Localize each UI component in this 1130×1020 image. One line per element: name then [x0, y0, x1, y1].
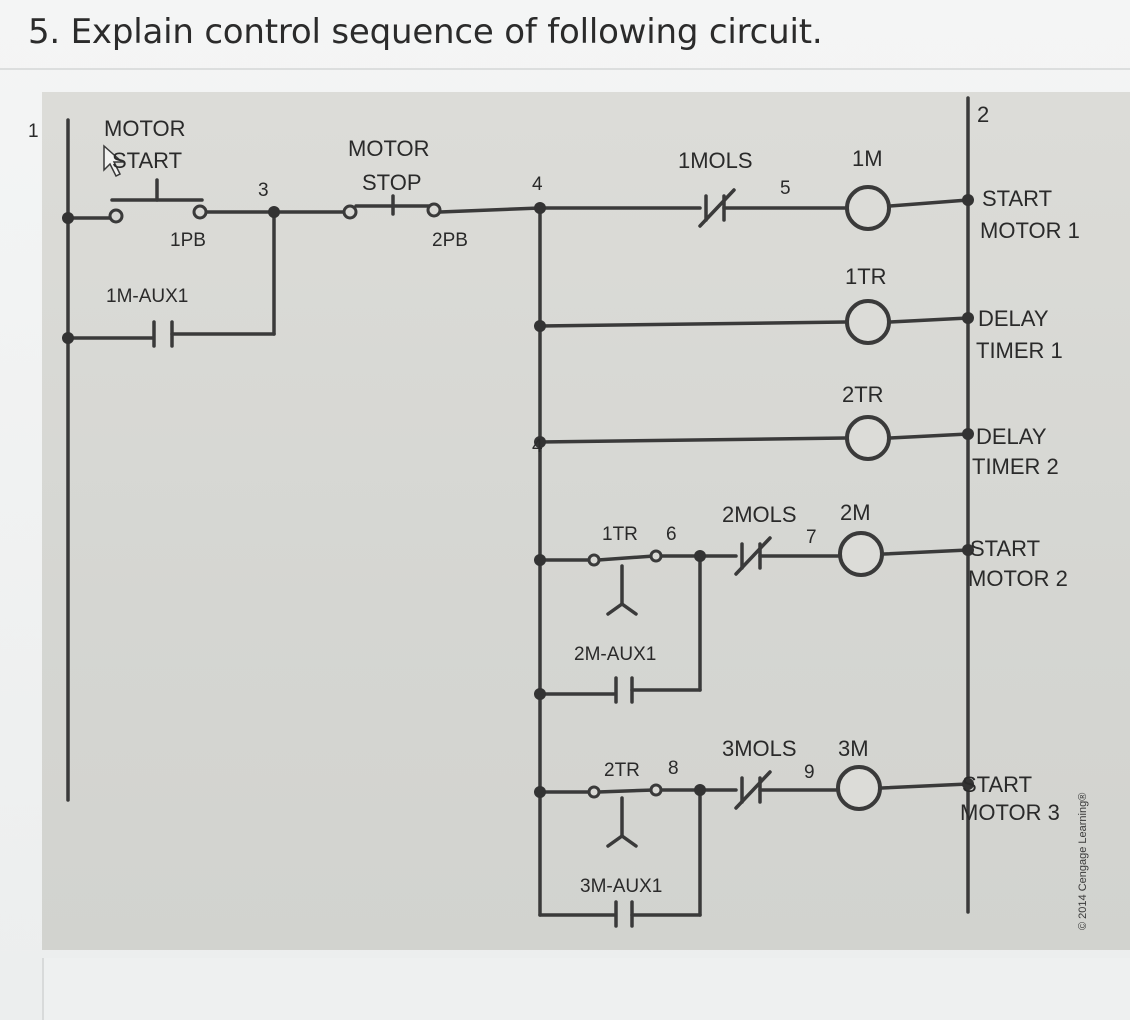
divider [0, 68, 1130, 70]
junction-r5 [534, 786, 546, 798]
tc1-blade [596, 554, 656, 562]
rung1-wire-g [888, 198, 970, 208]
coil-3m [836, 765, 882, 811]
start-pb-contact-left [108, 208, 124, 224]
out1-line2: MOTOR 1 [980, 218, 1080, 243]
coil-2tr [845, 415, 891, 461]
node-9-label: 9 [804, 762, 815, 783]
coil-1m-label: 1M [852, 146, 883, 171]
tc1-label: 1TR [602, 524, 638, 545]
tc2-contact-left [587, 785, 601, 799]
junction-right-r4 [962, 544, 974, 556]
junction-right-r5 [962, 778, 974, 790]
junction-r2 [534, 320, 546, 332]
node-5-label: 5 [780, 178, 791, 199]
out3-line1: DELAY [976, 424, 1047, 449]
tc1-arrow-r [620, 602, 638, 616]
out2-line2: TIMER 1 [976, 338, 1063, 363]
start-pb-title-1: MOTOR [104, 116, 185, 141]
out1-line1: START [982, 186, 1052, 211]
stop-pb-contact-left [342, 204, 358, 220]
rung2-wire-out [888, 316, 970, 324]
mols2-slash [734, 536, 772, 576]
out5-line1: START [962, 772, 1032, 797]
tc2-arrow-l [606, 834, 624, 848]
tc2-contact-right [649, 783, 663, 797]
junction-r3 [534, 436, 546, 448]
coil-1tr-label: 1TR [845, 264, 887, 289]
coil-3m-label: 3M [838, 736, 869, 761]
junction-right-r2 [962, 312, 974, 324]
aux2-label: 2M-AUX1 [574, 644, 656, 665]
mols1-slash [698, 188, 736, 228]
node-3-label: 3 [258, 180, 269, 201]
rail-right-label: 2 [977, 102, 989, 127]
aux3-label: 3M-AUX1 [580, 876, 662, 897]
stop-pb-title-1: MOTOR [348, 136, 429, 161]
tc2-label: 2TR [604, 760, 640, 781]
junction-node6 [694, 550, 706, 562]
node-4a-label: 4 [532, 174, 543, 195]
coil-2tr-label: 2TR [842, 382, 884, 407]
tc1-arrow-l [606, 602, 624, 616]
coil-2m [838, 531, 884, 577]
cursor-icon [103, 144, 124, 178]
aux1-label: 1M-AUX1 [106, 286, 188, 307]
tc1-contact-right [649, 549, 663, 563]
junction-r4 [534, 554, 546, 566]
junction-node8 [694, 784, 706, 796]
rung4-wire-e [882, 548, 970, 556]
question-heading: 5. Explain control sequence of following… [28, 12, 823, 52]
out3-line2: TIMER 2 [972, 454, 1059, 479]
junction-node3 [268, 206, 280, 218]
coil-1m [845, 185, 891, 231]
node-8-label: 8 [668, 758, 679, 779]
rail-left-label: 1 [28, 121, 39, 142]
junction-left-r1 [62, 212, 74, 224]
mols2-label: 2MOLS [722, 502, 797, 527]
coil-1tr [845, 299, 891, 345]
tc2-blade [596, 788, 656, 794]
node-6-label: 6 [666, 524, 677, 545]
rung3-wire-out [888, 432, 970, 440]
mols3-label: 3MOLS [722, 736, 797, 761]
rung3-wire [538, 436, 848, 444]
stop-pb-contact-right [426, 202, 442, 218]
start-pb-contact-right [192, 204, 208, 220]
copyright-label: © 2014 Cengage Learning® [1077, 793, 1089, 930]
junction-node4 [534, 202, 546, 214]
tc1-contact-left [587, 553, 601, 567]
junction-aux2 [534, 688, 546, 700]
stop-pb-title-2: STOP [362, 170, 422, 195]
coil-2m-label: 2M [840, 500, 871, 525]
out2-line1: DELAY [978, 306, 1049, 331]
junction-right-r3 [962, 428, 974, 440]
out5-line2: MOTOR 3 [960, 800, 1060, 825]
junction-left-aux [62, 332, 74, 344]
start-pb-id: 1PB [170, 230, 206, 251]
rung1-wire-d [438, 206, 542, 214]
answer-area [42, 958, 1130, 1020]
rung2-wire [538, 320, 848, 328]
junction-right-r1 [962, 194, 974, 206]
tc2-arrow-r [620, 834, 638, 848]
stop-pb-id: 2PB [432, 230, 468, 251]
node-7-label: 7 [806, 527, 817, 548]
start-pb-title-2: START [112, 148, 182, 173]
mols3-slash [734, 770, 772, 810]
diagram-photo-background [42, 92, 1130, 950]
out4-line2: MOTOR 2 [968, 566, 1068, 591]
node-4b-label: 4 [532, 436, 543, 457]
mols1-label: 1MOLS [678, 148, 753, 173]
rung5-wire-d [880, 782, 970, 790]
out4-line1: START [970, 536, 1040, 561]
